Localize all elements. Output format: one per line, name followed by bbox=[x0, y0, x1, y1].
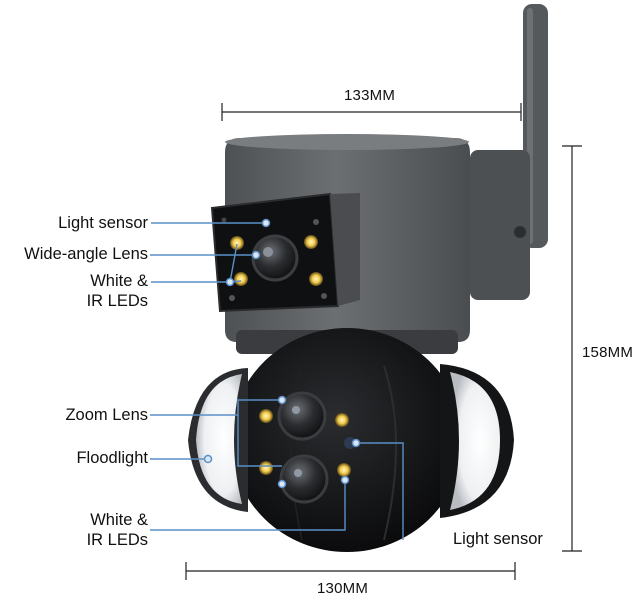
upper-lens-module bbox=[210, 192, 360, 313]
leader-dots bbox=[203, 218, 361, 489]
dimension-height: 158MM bbox=[582, 344, 634, 361]
led-bottom-2 bbox=[335, 413, 349, 427]
dome bbox=[231, 328, 463, 552]
leader-lines bbox=[150, 222, 404, 540]
floodlight-left bbox=[188, 368, 248, 512]
led-top-1 bbox=[230, 236, 244, 250]
label-white-ir-leds-top-2: IR LEDs bbox=[86, 292, 148, 310]
led-top-2 bbox=[304, 235, 318, 249]
wide-angle-lens bbox=[251, 234, 299, 282]
label-zoom-lens: Zoom Lens bbox=[65, 406, 148, 424]
floodlight-right bbox=[440, 364, 514, 518]
label-wide-angle-lens: Wide-angle Lens bbox=[24, 245, 148, 263]
label-white-ir-leds-bottom-2: IR LEDs bbox=[86, 531, 148, 549]
led-bottom-1 bbox=[259, 409, 273, 423]
dome-lens-lower bbox=[279, 454, 329, 504]
dimension-top-width: 133MM bbox=[344, 87, 396, 104]
led-bottom-4 bbox=[337, 463, 351, 477]
led-bottom-3 bbox=[259, 461, 273, 475]
dimension-lines bbox=[185, 103, 582, 580]
label-light-sensor-bottom: Light sensor bbox=[453, 530, 543, 548]
label-white-ir-leds-top-1: White & bbox=[90, 272, 148, 290]
zoom-lens bbox=[277, 391, 327, 441]
label-white-ir-leds-bottom-1: White & bbox=[90, 511, 148, 529]
antenna bbox=[470, 4, 548, 300]
dome-lens-module bbox=[259, 391, 351, 504]
led-top-3 bbox=[234, 272, 248, 286]
label-floodlight: Floodlight bbox=[76, 449, 148, 467]
dimension-bottom-width: 130MM bbox=[317, 580, 369, 597]
led-top-4 bbox=[309, 272, 323, 286]
label-light-sensor-top: Light sensor bbox=[58, 214, 148, 232]
